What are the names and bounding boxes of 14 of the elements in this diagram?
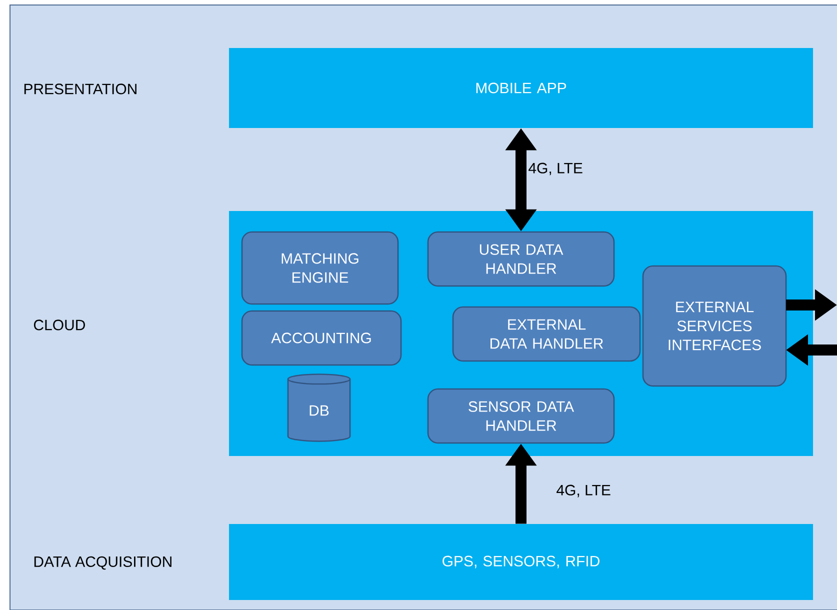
edge-label: 4G, LTE xyxy=(555,484,612,498)
component-box: EXTERNAL DATA HANDLER xyxy=(452,306,641,362)
edge-label: 4G, LTE xyxy=(527,162,584,176)
component-box: SENSOR DATA HANDLER xyxy=(427,388,615,444)
component-box: EXTERNAL SERVICES INTERFACES xyxy=(642,265,787,387)
database-cylinder: DB xyxy=(287,374,351,442)
layer-label: PRESENTATION xyxy=(24,84,136,94)
layer-label: CLOUD xyxy=(34,320,85,330)
layer-band: MOBILE APP xyxy=(229,48,813,128)
layer-label: DATA ACQUISITION xyxy=(34,556,172,570)
layer-band: GPS, SENSORS, RFID xyxy=(229,524,813,600)
component-box: ACCOUNTING xyxy=(241,310,402,366)
component-box: USER DATA HANDLER xyxy=(427,231,615,287)
component-box: MATCHING ENGINE xyxy=(241,231,399,305)
